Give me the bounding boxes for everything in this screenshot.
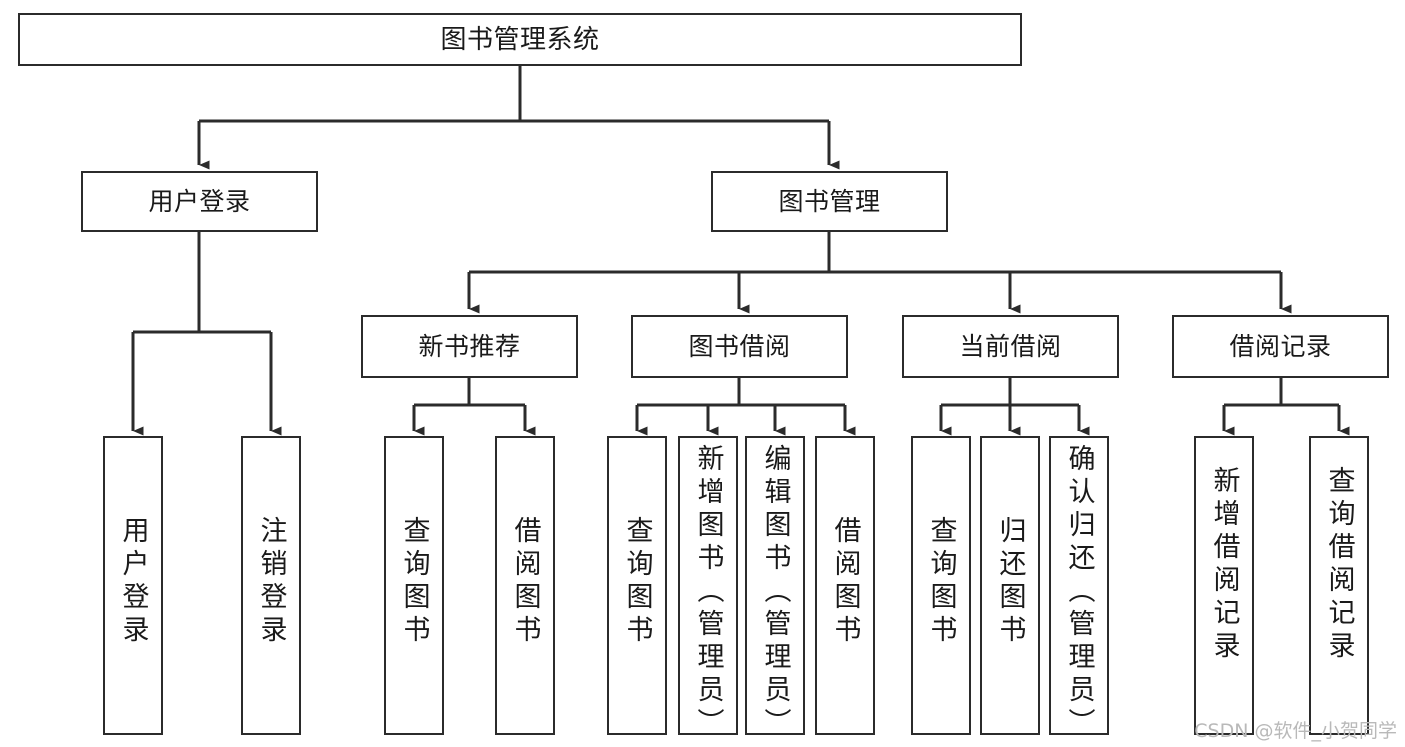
node-label: 借阅记录 xyxy=(1229,332,1332,361)
leaf-query-book-current[interactable]: 查询图书 xyxy=(911,436,971,735)
node-label: 图书管理 xyxy=(778,187,881,216)
node-new-book-recommend[interactable]: 新书推荐 xyxy=(361,315,578,378)
leaf-query-borrow-record[interactable]: 查询借阅记录 xyxy=(1309,436,1369,735)
leaf-borrow-book-recommend[interactable]: 借阅图书 xyxy=(495,436,555,735)
leaf-return-book[interactable]: 归还图书 xyxy=(980,436,1040,735)
leaf-query-book-recommend[interactable]: 查询图书 xyxy=(384,436,444,735)
node-label: 图书管理系统 xyxy=(440,24,600,55)
leaf-confirm-return-admin[interactable]: 确认归还（管理员） xyxy=(1049,436,1109,735)
node-label: 借阅图书 xyxy=(829,516,861,648)
node-user-login[interactable]: 用户登录 xyxy=(81,171,318,232)
node-label: 借阅图书 xyxy=(509,516,541,648)
node-label: 用户登录 xyxy=(117,516,149,648)
node-current-borrow[interactable]: 当前借阅 xyxy=(902,315,1119,378)
leaf-add-book-admin[interactable]: 新增图书（管理员） xyxy=(678,436,738,735)
csdn-watermark: CSDN @软件_小贺同学 xyxy=(1194,720,1397,742)
node-borrow-record[interactable]: 借阅记录 xyxy=(1172,315,1389,378)
node-root-book-management-system[interactable]: 图书管理系统 xyxy=(18,13,1022,66)
node-book-management[interactable]: 图书管理 xyxy=(711,171,948,232)
node-label: 图书借阅 xyxy=(688,332,791,361)
node-label: 归还图书 xyxy=(994,516,1026,648)
node-label: 确认归还（管理员） xyxy=(1063,444,1095,735)
leaf-query-book-borrow[interactable]: 查询图书 xyxy=(607,436,667,735)
leaf-add-borrow-record[interactable]: 新增借阅记录 xyxy=(1194,436,1254,735)
node-label: 查询借阅记录 xyxy=(1323,466,1355,664)
node-label: 新增图书（管理员） xyxy=(692,444,724,735)
node-book-borrow[interactable]: 图书借阅 xyxy=(631,315,848,378)
node-label: 查询图书 xyxy=(925,516,957,648)
node-label: 用户登录 xyxy=(148,187,251,216)
node-label: 新书推荐 xyxy=(418,332,521,361)
node-label: 查询图书 xyxy=(398,516,430,648)
node-label: 新增借阅记录 xyxy=(1208,466,1240,664)
leaf-user-login[interactable]: 用户登录 xyxy=(103,436,163,735)
leaf-logout[interactable]: 注销登录 xyxy=(241,436,301,735)
node-label: 当前借阅 xyxy=(959,332,1062,361)
node-label: 查询图书 xyxy=(621,516,653,648)
node-label: 编辑图书（管理员） xyxy=(759,444,791,735)
node-label: 注销登录 xyxy=(255,516,287,648)
leaf-edit-book-admin[interactable]: 编辑图书（管理员） xyxy=(745,436,805,735)
leaf-borrow-book[interactable]: 借阅图书 xyxy=(815,436,875,735)
